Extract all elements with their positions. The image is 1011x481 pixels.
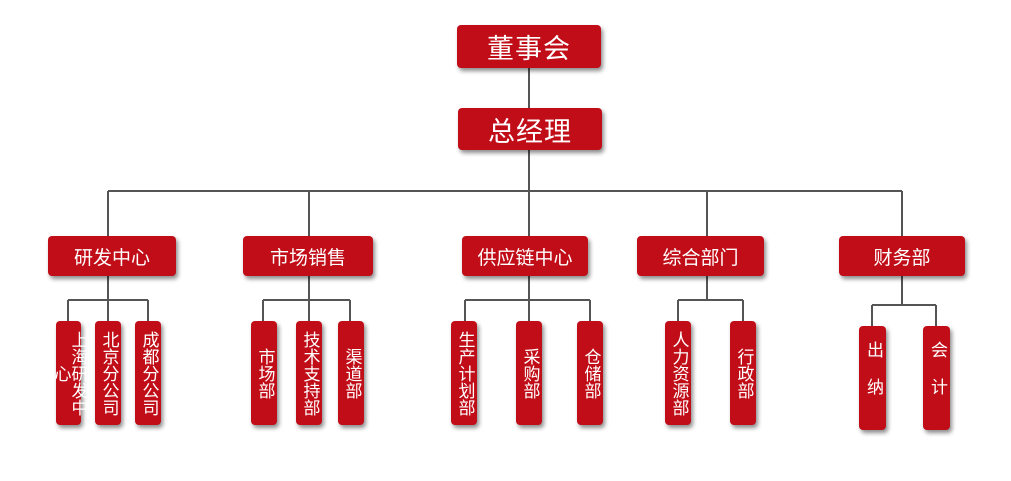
- sub-chengdu-branch: 成都分公司: [135, 321, 161, 425]
- sub-cashier: 出纳: [859, 326, 886, 430]
- dept-general-affairs: 综合部门: [637, 236, 764, 276]
- sub-label: 行政部: [733, 347, 754, 399]
- sub-warehousing: 仓储部: [577, 321, 603, 425]
- sub-label: 上海研发中心: [50, 330, 88, 416]
- dept-supply-chain: 供应链中心: [462, 236, 588, 276]
- sub-shanghai-rd: 上海研发中心: [51, 321, 88, 425]
- sub-label: 渠道部: [341, 347, 362, 399]
- board-box: 董事会: [457, 25, 601, 68]
- sub-label: 会计: [927, 341, 947, 415]
- general-manager-box: 总经理: [458, 108, 602, 150]
- sub-production-planning: 生产计划部: [451, 321, 477, 425]
- dept-rd-center: 研发中心: [48, 236, 176, 276]
- sub-label: 生产计划部: [454, 330, 475, 416]
- sub-label: 仓储部: [580, 347, 601, 399]
- sub-tech-support: 技术支持部: [296, 321, 322, 425]
- sub-administration: 行政部: [730, 321, 756, 425]
- dept-label: 研发中心: [73, 246, 150, 269]
- sub-label: 人力资源部: [668, 330, 689, 416]
- sub-market-dept: 市场部: [251, 321, 277, 425]
- dept-marketing-sales: 市场销售: [243, 236, 373, 276]
- sub-label: 市场部: [254, 347, 275, 399]
- sub-label: 采购部: [519, 347, 540, 399]
- sub-label: 出纳: [863, 341, 883, 415]
- sub-label: 技术支持部: [299, 330, 320, 416]
- board-label: 董事会: [487, 34, 571, 65]
- dept-finance: 财务部: [839, 236, 965, 276]
- dept-label: 市场销售: [269, 246, 346, 269]
- general-manager-label: 总经理: [488, 116, 572, 148]
- dept-label: 供应链中心: [477, 246, 573, 269]
- dept-label: 财务部: [873, 246, 931, 269]
- sub-human-resources: 人力资源部: [665, 321, 691, 425]
- sub-purchasing: 采购部: [516, 321, 542, 425]
- dept-label: 综合部门: [662, 246, 739, 269]
- sub-channel-dept: 渠道部: [338, 321, 364, 425]
- sub-label: 成都分公司: [138, 330, 159, 416]
- sub-accounting: 会计: [923, 326, 950, 430]
- sub-beijing-branch: 北京分公司: [95, 321, 121, 425]
- sub-label: 北京分公司: [98, 330, 119, 416]
